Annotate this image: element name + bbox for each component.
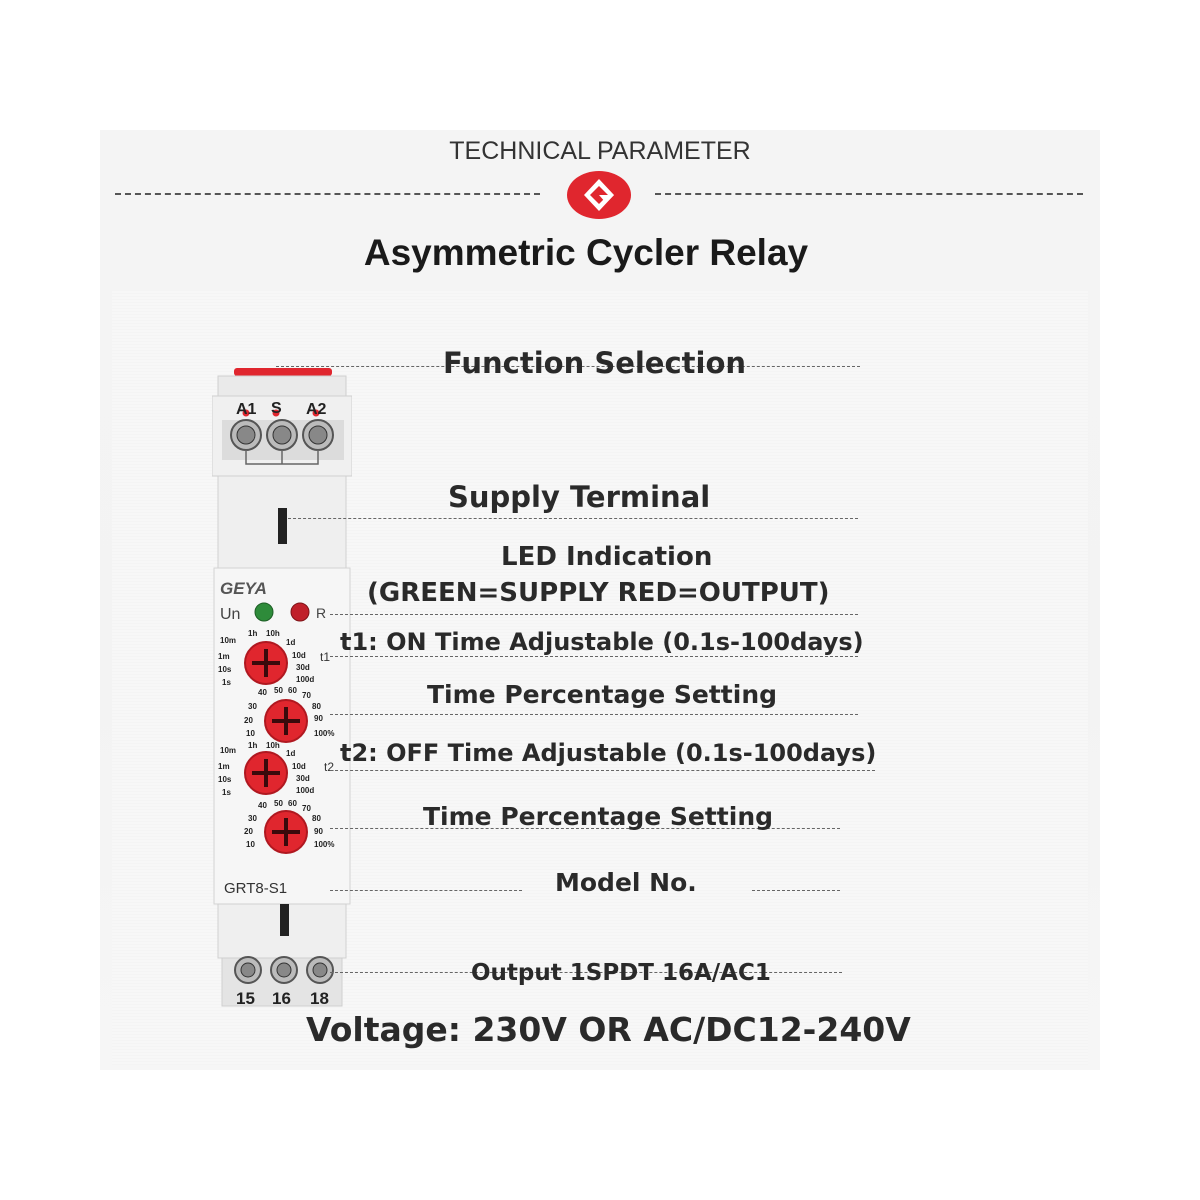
svg-text:1s: 1s <box>222 678 231 687</box>
svg-text:80: 80 <box>312 702 321 711</box>
svg-text:20: 20 <box>244 827 253 836</box>
model-label: GRT8-S1 <box>224 880 287 897</box>
brand-label: GEYA <box>220 579 267 598</box>
dial-t1-label: t1 <box>320 650 330 664</box>
header-divider-left <box>115 193 540 195</box>
svg-text:40: 40 <box>258 801 267 810</box>
svg-text:30d: 30d <box>296 774 310 783</box>
terminal-18-label: 18 <box>310 989 329 1008</box>
terminal-a1-label: A1 <box>236 401 257 418</box>
svg-text:100%: 100% <box>314 729 334 738</box>
dial-t2-label: t2 <box>324 760 334 774</box>
callout-model-no: Model No. <box>555 868 697 897</box>
svg-text:1h: 1h <box>248 741 257 750</box>
svg-text:1m: 1m <box>218 762 230 771</box>
svg-text:10s: 10s <box>218 665 232 674</box>
svg-text:10h: 10h <box>266 629 280 638</box>
function-selection-tab <box>234 368 332 376</box>
dial-t2-scale: 10m 1h 10h 1d 10d 30d 100d 1m 10s 1s <box>218 741 314 797</box>
callout-supply-terminal: Supply Terminal <box>448 480 711 514</box>
svg-text:1d: 1d <box>286 638 295 647</box>
svg-text:1s: 1s <box>222 788 231 797</box>
leader-output <box>330 972 842 973</box>
svg-text:70: 70 <box>302 804 311 813</box>
header-divider-right <box>655 193 1083 195</box>
svg-text:70: 70 <box>302 691 311 700</box>
leader-supply-terminal <box>288 518 858 519</box>
leader-led-indication <box>330 614 858 615</box>
svg-text:30: 30 <box>248 702 257 711</box>
svg-text:20: 20 <box>244 716 253 725</box>
callout-led-colors: (GREEN=SUPPLY RED=OUTPUT) <box>367 578 830 608</box>
terminal-15-label: 15 <box>236 989 255 1008</box>
terminal-a2-label: A2 <box>306 401 327 418</box>
green-led <box>254 602 274 622</box>
svg-text:10m: 10m <box>220 636 236 645</box>
leader-t1 <box>330 656 858 657</box>
led-un-label: Un <box>220 606 240 623</box>
svg-text:10: 10 <box>246 840 255 849</box>
svg-text:40: 40 <box>258 688 267 697</box>
dial-t1-scale: 10m 1h 10h 1d 10d 30d 100d 1m 10s 1s <box>218 629 314 687</box>
leader-percent-1 <box>330 714 858 715</box>
svg-text:10s: 10s <box>218 775 232 784</box>
terminal-s-label: S <box>271 400 282 417</box>
leader-function-selection <box>276 366 860 367</box>
svg-text:80: 80 <box>312 814 321 823</box>
svg-text:10: 10 <box>246 729 255 738</box>
terminal-16-label: 16 <box>272 989 291 1008</box>
callout-t1: t1: ON Time Adjustable (0.1s-100days) <box>340 628 864 656</box>
svg-text:50: 50 <box>274 799 283 808</box>
svg-text:1m: 1m <box>218 652 230 661</box>
page-title: Asymmetric Cycler Relay <box>363 232 809 273</box>
voltage-spec: Voltage: 230V OR AC/DC12-240V <box>306 1010 911 1049</box>
brand-logo-icon <box>567 171 631 219</box>
svg-text:10d: 10d <box>292 762 306 771</box>
bottom-terminal-screws <box>234 956 334 984</box>
led-r-label: R <box>316 605 326 621</box>
top-terminal-screws <box>230 419 334 451</box>
svg-text:60: 60 <box>288 686 297 695</box>
callout-output: Output 1SPDT 16A/AC1 <box>471 960 771 986</box>
relay-device: A1 S A2 GEYA Un R 10m 1h 10h 1d 10d 30d … <box>212 368 352 1008</box>
svg-text:100d: 100d <box>296 675 314 684</box>
svg-text:30: 30 <box>248 814 257 823</box>
callout-function-selection: Function Selection <box>443 346 747 380</box>
svg-text:60: 60 <box>288 799 297 808</box>
callout-percent-2: Time Percentage Setting <box>423 802 774 831</box>
svg-text:10h: 10h <box>266 741 280 750</box>
dial-percent-1-scale: 40 50 60 70 30 80 20 90 10 100% <box>244 686 334 738</box>
callout-t2: t2: OFF Time Adjustable (0.1s-100days) <box>340 739 877 767</box>
svg-text:30d: 30d <box>296 663 310 672</box>
leader-percent-2 <box>330 828 840 829</box>
callout-led-indication: LED Indication <box>501 542 713 572</box>
dial-percent-2-scale: 40 50 60 70 30 80 20 90 10 100% <box>244 799 334 849</box>
svg-text:1d: 1d <box>286 749 295 758</box>
svg-text:10m: 10m <box>220 746 236 755</box>
svg-text:10d: 10d <box>292 651 306 660</box>
svg-text:100d: 100d <box>296 786 314 795</box>
leader-model-right <box>752 890 840 891</box>
svg-text:90: 90 <box>314 714 323 723</box>
svg-text:100%: 100% <box>314 840 334 849</box>
svg-text:1h: 1h <box>248 629 257 638</box>
section-title: TECHNICAL PARAMETER <box>449 137 751 165</box>
svg-text:90: 90 <box>314 827 323 836</box>
leader-t2 <box>330 770 875 771</box>
svg-text:50: 50 <box>274 686 283 695</box>
red-led <box>290 602 310 622</box>
leader-model-left <box>330 890 522 891</box>
callout-percent-1: Time Percentage Setting <box>427 680 778 709</box>
